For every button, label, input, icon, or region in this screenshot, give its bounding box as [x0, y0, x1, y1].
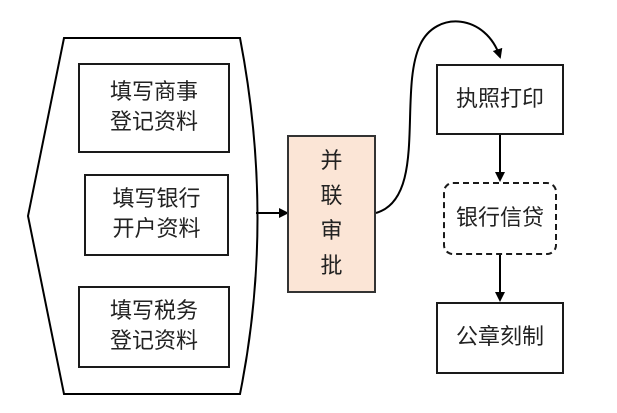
bank-credit-box: 银行信贷	[443, 182, 557, 255]
license-print-box: 执照打印	[436, 64, 564, 135]
group-bracket	[26, 37, 259, 395]
approval-char-3: 审	[320, 219, 343, 244]
parallel-approval-box: 并 联 审 批	[287, 135, 376, 293]
form-tax-registration: 填写税务 登记资料	[78, 286, 230, 368]
seal-making-label: 公章刻制	[455, 325, 544, 351]
form-tax-registration-line2: 登记资料	[109, 329, 198, 354]
form-bank-account-line2: 开户资料	[112, 217, 201, 242]
license-print-label: 执照打印	[455, 86, 544, 112]
form-tax-registration-line1: 填写税务	[109, 299, 198, 325]
bank-credit-label: 银行信贷	[455, 205, 544, 231]
approval-char-2: 联	[320, 183, 343, 209]
form-bank-account-line1: 填写银行	[112, 187, 201, 213]
form-bank-account: 填写银行 开户资料	[84, 174, 229, 256]
form-business-registration: 填写商事 登记资料	[78, 63, 230, 153]
seal-making-box: 公章刻制	[436, 302, 564, 374]
form-business-registration-line1: 填写商事	[109, 80, 198, 106]
arrow-approval-to-license	[375, 20, 503, 214]
form-business-registration-line2: 登记资料	[109, 110, 198, 135]
approval-char-4: 批	[320, 254, 343, 280]
approval-char-1: 并	[320, 148, 343, 174]
